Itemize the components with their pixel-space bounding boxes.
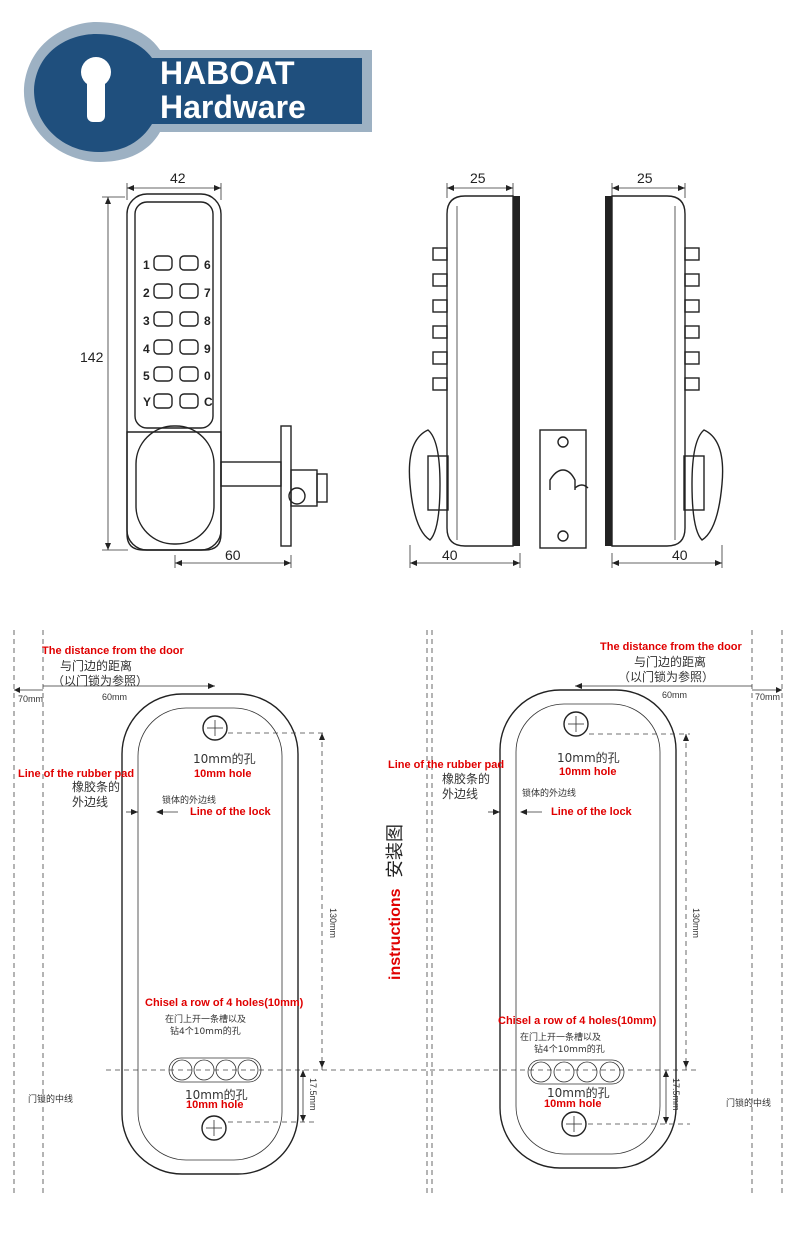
door-distance-en: The distance from the door	[42, 645, 185, 657]
title-en: instructions	[387, 888, 404, 980]
brand-line-2: Hardware	[160, 89, 306, 125]
brand-logo: HABOAT Hardware	[23, 22, 372, 162]
hole-en: 10mm hole	[194, 768, 251, 780]
template-left: The distance from the door 与门边的距离 （以门锁为参…	[14, 645, 338, 1175]
hole2-cn: 10mm的孔	[185, 1087, 248, 1102]
keypad: 1 2 3 4 5 Y 6 7 8 9 0 C	[143, 255, 213, 409]
rubber-cn-1: 橡胶条的	[442, 771, 490, 786]
chisel-cn-2: 钻4个10mm的孔	[170, 1025, 241, 1037]
template-right: The distance from the door 与门边的距离 （以门锁为参…	[388, 641, 782, 1169]
dim-depth: 25	[637, 170, 653, 186]
key-label: 2	[143, 286, 150, 300]
dim-spindle: 60	[225, 547, 241, 563]
hole2-cn: 10mm的孔	[547, 1085, 610, 1100]
instructions-title: instructions 安装图	[385, 824, 406, 980]
len-130: 130mm	[328, 908, 338, 938]
door-distance-en: The distance from the door	[600, 641, 743, 653]
chisel-en: Chisel a row of 4 holes(10mm)	[498, 1015, 657, 1027]
lock-en: Line of the lock	[551, 806, 633, 818]
hole-cn: 10mm的孔	[193, 751, 256, 766]
rubber-cn-2: 外边线	[442, 787, 478, 801]
hole-row	[527, 1059, 625, 1085]
rubber-en: Line of the rubber pad	[388, 759, 504, 771]
len-17: 17.5mm	[308, 1078, 318, 1111]
rubber-cn-1: 橡胶条的	[72, 779, 120, 794]
center-cn: 门锁的中线	[28, 1093, 73, 1105]
keyhole-icon	[81, 57, 111, 122]
len-17: 17.5mm	[671, 1078, 681, 1111]
key-label: 1	[143, 258, 150, 272]
hole-cn: 10mm的孔	[557, 750, 620, 765]
dim-height: 142	[80, 349, 104, 365]
chisel-cn-1: 在门上开一条槽以及	[165, 1013, 246, 1025]
dim-knob: 40	[442, 547, 458, 563]
dist-60: 60mm	[662, 690, 687, 700]
door-distance-cn-sub: （以门锁为参照）	[618, 669, 714, 684]
key-label: 7	[204, 286, 211, 300]
key-label: C	[204, 395, 213, 409]
key-label: 8	[204, 314, 211, 328]
chisel-cn-2: 钻4个10mm的孔	[534, 1043, 605, 1055]
door-distance-cn: 与门边的距离	[60, 658, 132, 673]
key-label: 9	[204, 342, 211, 356]
side-view-left: 25 40	[408, 170, 521, 568]
hole-row	[168, 1057, 262, 1083]
hole2-en: 10mm hole	[186, 1099, 243, 1111]
installation-template: instructions 安装图 The distance from the d…	[13, 630, 783, 1195]
len-130: 130mm	[691, 908, 701, 938]
door-distance-cn-sub: （以门锁为参照）	[52, 673, 148, 688]
strike-plate	[539, 429, 589, 549]
dist-60: 60mm	[102, 692, 127, 702]
key-label: 5	[143, 369, 150, 383]
chisel-en: Chisel a row of 4 holes(10mm)	[145, 997, 304, 1009]
dim-knob: 40	[672, 547, 688, 563]
dist-70: 70mm	[755, 692, 780, 702]
key-label: 0	[204, 369, 211, 383]
dim-depth: 25	[470, 170, 486, 186]
dist-70: 70mm	[18, 694, 43, 704]
chisel-cn-1: 在门上开一条槽以及	[520, 1031, 601, 1043]
hole2-en: 10mm hole	[544, 1098, 601, 1110]
rubber-cn-2: 外边线	[72, 795, 108, 809]
lock-cn: 锁体的外边线	[522, 787, 576, 799]
lock-en: Line of the lock	[190, 806, 272, 818]
key-label: Y	[143, 395, 151, 409]
dim-width: 42	[170, 170, 186, 186]
side-view-right: 25 40	[605, 170, 724, 568]
door-distance-cn: 与门边的距离	[634, 654, 706, 669]
key-label: 6	[204, 258, 211, 272]
lock-cn: 锁体的外边线	[162, 794, 216, 806]
brand-line-1: HABOAT	[160, 55, 295, 91]
logo-badge	[34, 34, 362, 152]
title-cn: 安装图	[385, 824, 406, 878]
front-view: 42 142 1 2 3 4 5 Y 6 7 8 9 0 C	[80, 170, 328, 568]
key-label: 3	[143, 314, 150, 328]
rubber-en: Line of the rubber pad	[18, 768, 134, 780]
key-label: 4	[143, 342, 150, 356]
hole-en: 10mm hole	[559, 766, 616, 778]
center-cn: 门锁的中线	[726, 1097, 771, 1109]
